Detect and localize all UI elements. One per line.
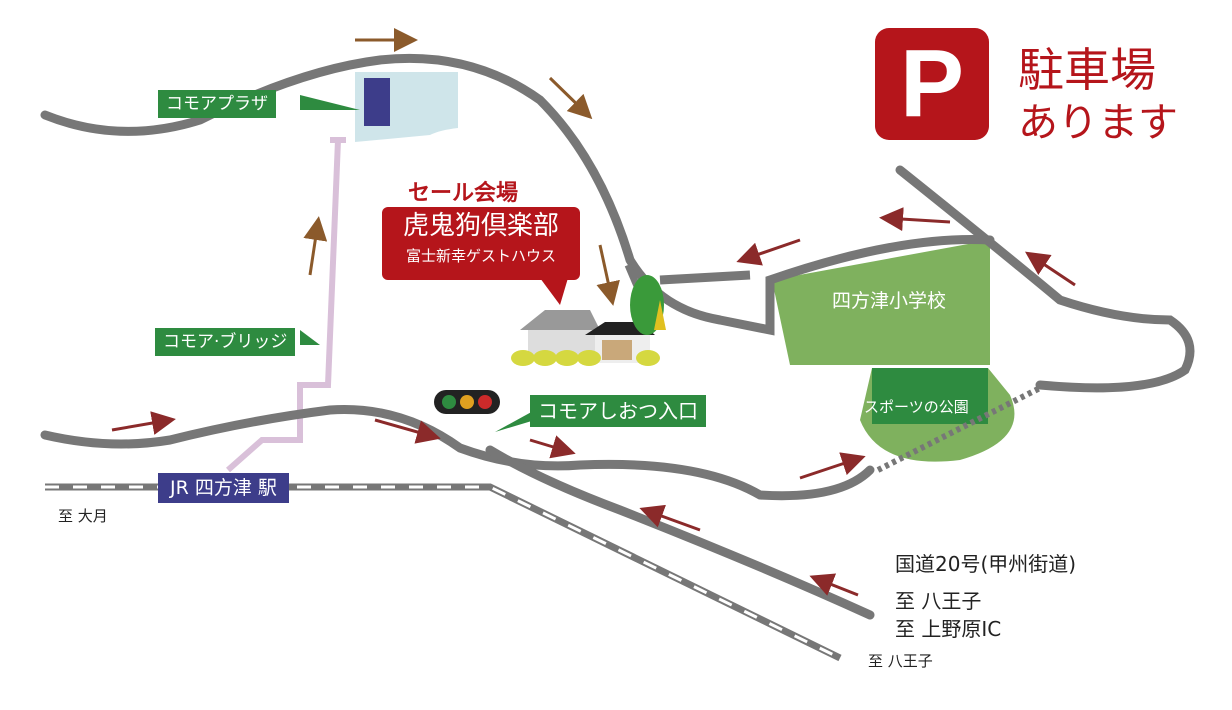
service-road <box>659 270 751 285</box>
svg-text:P: P <box>900 30 964 137</box>
parking-icon: P <box>875 28 989 140</box>
parking-line2: あります <box>1018 100 1178 146</box>
house-icon <box>511 310 660 366</box>
railway-main <box>45 483 842 662</box>
label-to-uenohara: 至 上野原IC <box>895 617 1002 641</box>
sports-park-building <box>872 368 988 424</box>
label-route20: 国道20号(甲州街道) <box>895 552 1077 576</box>
label-station: JR 四方津 駅 <box>158 473 289 503</box>
middle-road <box>40 405 875 501</box>
label-comoa-bridge: コモア·ブリッジ <box>155 328 296 356</box>
right-road <box>895 165 1195 393</box>
plaza-building <box>364 78 390 126</box>
label-sports-park: スポーツの公園 <box>864 398 969 416</box>
venue-callout: 虎鬼狗倶楽部 富士新幸ゲストハウス <box>382 207 580 280</box>
label-to-hachioji-road: 至 八王子 <box>895 589 982 613</box>
upper-road <box>40 53 995 336</box>
arrow-4 <box>596 244 620 306</box>
venue-subname: 富士新幸ゲストハウス <box>405 247 556 265</box>
label-school: 四方津小学校 <box>832 290 947 312</box>
label-to-hachioji-rail: 至 八王子 <box>868 652 933 670</box>
venue-heading: セール会場 <box>408 181 519 206</box>
arrow-2 <box>548 76 593 120</box>
label-comoa-plaza: コモアプラザ <box>158 90 276 118</box>
tree-icon <box>630 275 666 335</box>
venue-name: 虎鬼狗倶楽部 <box>402 211 559 241</box>
arrow-3 <box>303 216 328 276</box>
label-to-otsuki: 至 大月 <box>58 507 108 525</box>
school-ground <box>772 240 990 365</box>
label-comoa-entrance: コモアしおつ入口 <box>530 395 706 427</box>
railway-dashes <box>45 485 841 660</box>
parking-line1: 駐車場 <box>1018 43 1156 97</box>
traffic-light-icon <box>434 390 500 414</box>
